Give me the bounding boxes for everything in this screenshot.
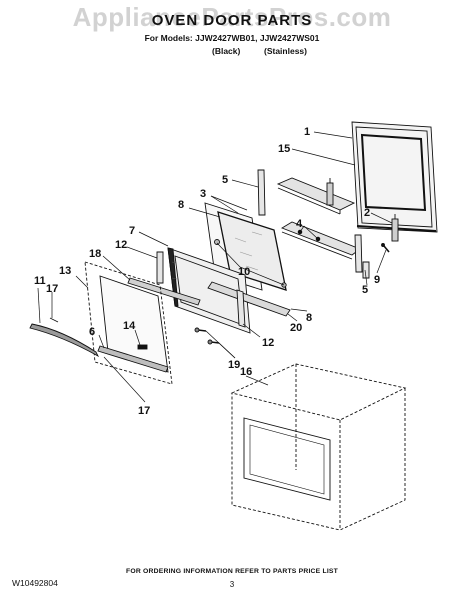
callout-12-upper: 12 — [115, 239, 127, 251]
callout-5-upper: 5 — [222, 174, 228, 186]
top-trim-strip — [276, 177, 356, 215]
page-title: OVEN DOOR PARTS — [151, 12, 313, 29]
page-number: 3 — [229, 580, 235, 589]
callout-9: 9 — [374, 274, 380, 286]
logo-badge — [137, 344, 148, 350]
callout-6: 6 — [89, 326, 95, 338]
screw-9 — [381, 243, 390, 253]
callout-14: 14 — [123, 320, 136, 332]
watermark: AppliancePartsPros.com — [72, 2, 392, 32]
shipping-carton — [230, 363, 407, 531]
door-handle — [29, 317, 100, 358]
bottom-glass-retainer — [207, 281, 291, 317]
callout-7: 7 — [129, 225, 135, 237]
callout-15: 15 — [278, 143, 290, 155]
hinge-arm-lower — [391, 214, 399, 242]
callout-8-lower: 8 — [306, 312, 312, 324]
leader-lines — [37, 131, 393, 403]
small-bracket — [362, 261, 370, 279]
callout-3: 3 — [200, 188, 206, 200]
screw-19 — [194, 327, 220, 345]
models-line: For Models: JJW2427WB01, JJW2427WS01 — [144, 33, 320, 43]
callout-11: 11 — [34, 275, 46, 287]
document-number: W10492804 — [12, 578, 58, 588]
side-bracket-right — [236, 289, 246, 328]
callout-5-lower: 5 — [362, 284, 368, 296]
front-panel-glass — [99, 275, 169, 373]
callout-8-upper: 8 — [178, 199, 184, 211]
callout-1: 1 — [304, 126, 310, 138]
callout-19: 19 — [228, 359, 240, 371]
callout-17-upper: 17 — [46, 283, 58, 295]
callout-16: 16 — [240, 366, 252, 378]
callout-2: 2 — [364, 207, 370, 219]
ordering-note: FOR ORDERING INFORMATION REFER TO PARTS … — [125, 568, 339, 575]
finish-stainless-label: (Stainless) — [264, 46, 307, 56]
middle-trim-strip — [280, 221, 361, 260]
callout-18: 18 — [89, 248, 101, 260]
front-panel-top-channel — [127, 277, 201, 306]
carton-window — [243, 417, 331, 501]
callout-4: 4 — [296, 218, 303, 230]
callout-10: 10 — [238, 266, 250, 278]
outer-front-panel — [84, 261, 173, 385]
side-bracket-left — [156, 251, 164, 284]
hinge-channel-lower — [354, 234, 363, 273]
callout-20: 20 — [290, 322, 302, 334]
hinge-channel-upper — [257, 169, 266, 216]
bottom-vent-trim — [97, 345, 169, 373]
outer-door-panel — [351, 121, 438, 233]
finish-black-label: (Black) — [212, 46, 241, 56]
callout-12-lower: 12 — [262, 337, 274, 349]
callout-numbers: 1 15 5 3 8 2 4 7 12 18 10 9 5 11 17 13 2… — [34, 126, 380, 417]
callout-17-lower: 17 — [138, 405, 150, 417]
callout-13: 13 — [59, 265, 71, 277]
hinge-arm-upper — [326, 178, 334, 206]
